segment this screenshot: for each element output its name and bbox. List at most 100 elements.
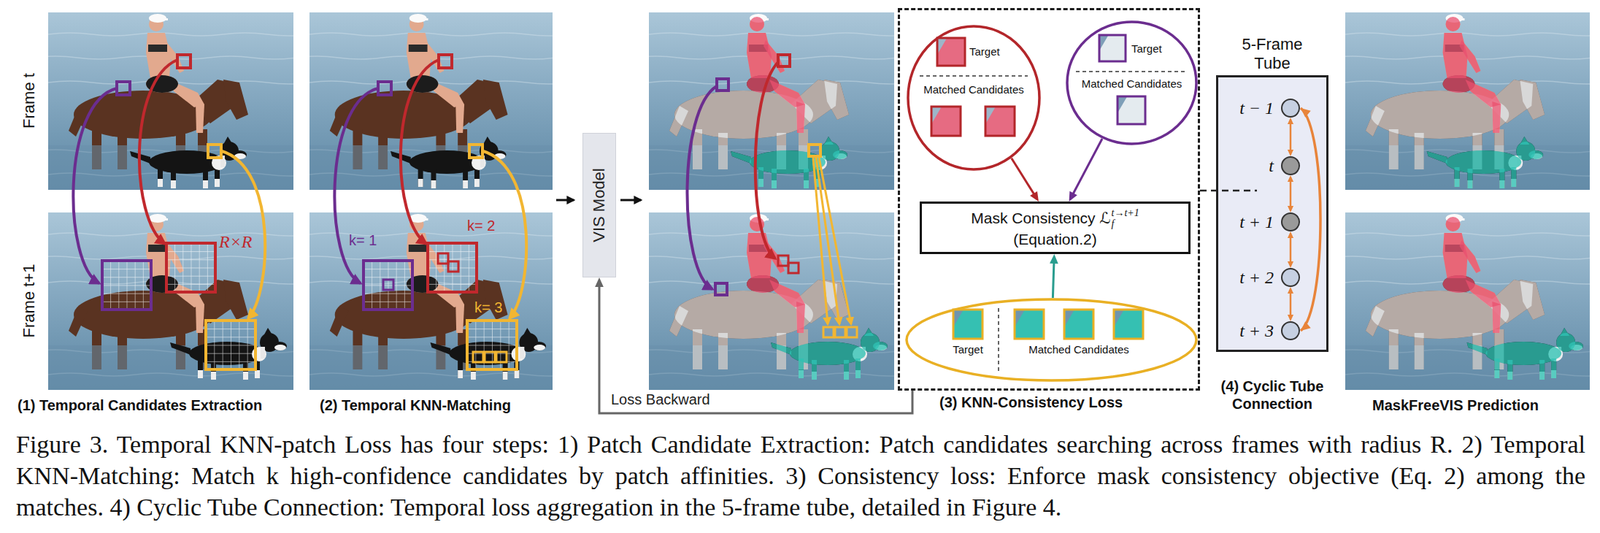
- patch-marks-part: [716, 78, 729, 91]
- patch-image: [1014, 309, 1044, 339]
- connector-line: [1289, 121, 1292, 152]
- tube-box: 5-Frame Tube(4) Cyclic Tube Connectiont …: [1216, 75, 1329, 352]
- patch-image: [1064, 309, 1094, 339]
- patch-image: [1014, 309, 1044, 339]
- frame-index: t + 2: [1239, 267, 1274, 288]
- patch-marks-part: [778, 54, 790, 67]
- patch-image: [1117, 96, 1146, 125]
- patch-border: [937, 37, 965, 66]
- superscript: t→t+1: [1111, 207, 1140, 219]
- script-stack: t→t+1f: [1111, 207, 1140, 230]
- arrow-head: [1287, 117, 1294, 125]
- knn-matches-part: [496, 351, 507, 363]
- model-box: VIS Model: [582, 132, 617, 278]
- arrow-head: [1049, 254, 1059, 264]
- k-label: k= 1: [348, 232, 377, 249]
- patch-image: [1064, 309, 1094, 339]
- patch-marks-part: [823, 327, 834, 338]
- arrow-head: [1287, 314, 1294, 322]
- patch-image: [1113, 309, 1144, 339]
- photo-frame-part: [634, 12, 912, 190]
- connector-line: [1072, 138, 1103, 196]
- tube-ground: [1216, 75, 1329, 352]
- connector-line: [1011, 158, 1036, 197]
- match-ellipse: TargetMatched Candidates: [905, 297, 1198, 382]
- knn-matches-part: [484, 351, 495, 363]
- patch-image: [953, 309, 983, 339]
- patch-marks-part: [778, 255, 789, 266]
- patch-marks-part: [808, 144, 821, 157]
- dashed-divider: [997, 308, 1000, 371]
- arrow-head: [1287, 261, 1294, 268]
- target-label: Target: [1131, 42, 1163, 55]
- patch-border: [953, 309, 983, 339]
- frame-circle: t + 3: [1281, 321, 1300, 341]
- step-label: (1) Temporal Candidates Extraction: [17, 397, 263, 414]
- frame-circle: t + 2: [1281, 267, 1300, 287]
- formula-line: Mask Consistency ℒt→t+1f: [921, 207, 1189, 230]
- connector: [1287, 117, 1294, 157]
- subscript: f: [1111, 218, 1140, 230]
- connector-line: [1289, 235, 1292, 263]
- photo-frame-part: [1330, 12, 1600, 190]
- frame-index: t + 3: [1239, 321, 1274, 341]
- formula-block: Mask Consistency ℒt→t+1f(Equation.2): [921, 207, 1189, 249]
- frame-index: t − 1: [1239, 98, 1274, 119]
- candidates-label: Matched Candidates: [1000, 343, 1158, 356]
- formula-line: (Equation.2): [921, 230, 1189, 249]
- patch-border: [1014, 309, 1044, 339]
- connector-line: [1052, 260, 1055, 298]
- photo-frame-part: [634, 212, 912, 390]
- knn-matches-part: [437, 253, 449, 264]
- arrow-head: [1287, 149, 1294, 157]
- arrow-head: [1300, 108, 1311, 118]
- panel-heading: (3) KNN-Consistency Loss: [939, 394, 1123, 411]
- connector: [1287, 231, 1294, 268]
- photo-frame-part: [1365, 216, 1584, 380]
- photo-frame-part: [1330, 212, 1600, 390]
- connector: [1287, 286, 1294, 322]
- frame-label: Frame t+1: [19, 264, 39, 338]
- photo-frame-part: [1365, 16, 1545, 189]
- arrow-head: [1287, 231, 1294, 238]
- ellipse-outline: [905, 297, 1198, 382]
- patch-image: [1113, 309, 1144, 339]
- patch-marks-part: [788, 262, 799, 273]
- patch-image: [931, 106, 961, 136]
- photo-frame: [1330, 12, 1600, 190]
- connector: [1011, 158, 1039, 202]
- connector: [1287, 175, 1294, 213]
- candidates-label: Matched Candidates: [906, 83, 1041, 96]
- connector: [1300, 108, 1321, 331]
- arrow-head: [1287, 175, 1294, 182]
- formula-text: Mask Consistency ℒ: [970, 209, 1111, 227]
- photo-frame: [1330, 212, 1600, 390]
- candidates-label: Matched Candidates: [1065, 77, 1198, 90]
- connector-line: [1289, 291, 1292, 317]
- step-label: MaskFreeVIS Prediction: [1372, 397, 1539, 414]
- connector-line: [1300, 108, 1321, 331]
- patch-image: [931, 106, 961, 136]
- arrow-head: [1300, 321, 1311, 331]
- patch-image: [1099, 35, 1126, 62]
- knn-matches-part: [383, 279, 394, 290]
- connector-line: [1289, 179, 1292, 208]
- target-label: Target: [938, 343, 998, 356]
- patch-image: [937, 37, 965, 66]
- figure-caption: Figure 3. Temporal KNN-patch Loss has fo…: [16, 428, 1586, 523]
- patch-image: [985, 106, 1015, 136]
- loss-panel: (3) KNN-Consistency LossTargetMatched Ca…: [897, 8, 1200, 391]
- arrow-head: [1287, 286, 1294, 294]
- patch-border: [931, 106, 961, 136]
- frame-circle: t − 1: [1281, 98, 1300, 118]
- frame-label: Frame t: [19, 72, 39, 129]
- dashed-divider: [919, 75, 1028, 77]
- patch-image: [937, 37, 965, 66]
- patch-marks-part: [686, 86, 717, 290]
- photo-frame-part: [669, 16, 849, 189]
- patch-image: [1099, 35, 1126, 62]
- patch-marks: [686, 54, 857, 338]
- photo-frame: [33, 212, 311, 390]
- patch-border: [1064, 309, 1094, 339]
